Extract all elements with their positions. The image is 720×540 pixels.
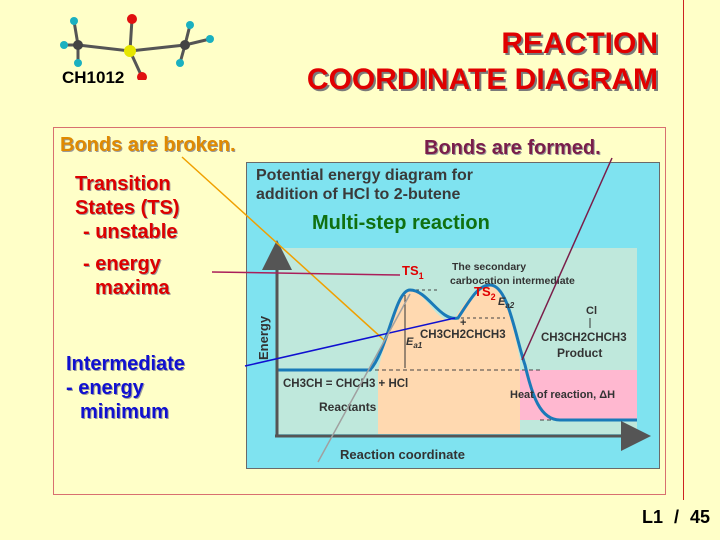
- content-frame: [53, 127, 666, 495]
- heat-of-reaction-label: Heat of reaction, ΔH: [510, 389, 615, 401]
- int-line-2: - energy: [66, 377, 144, 399]
- y-axis-label: Energy: [256, 315, 271, 360]
- page-number: L1 / 45: [641, 507, 710, 527]
- ea1-label: Ea1: [406, 336, 423, 350]
- heat-region: [520, 370, 637, 420]
- diagram-title: Potential energy diagram for addition of…: [256, 166, 516, 204]
- product-label: Product: [557, 346, 602, 360]
- int-line-1: Intermediate: [66, 353, 185, 375]
- ea-pointer: [317, 293, 411, 463]
- intermediate-pointer: [244, 317, 456, 367]
- ts-line-5: maxima: [95, 277, 170, 299]
- x-axis-label: Reaction coordinate: [340, 447, 465, 462]
- barrier-region: [378, 285, 520, 434]
- intermediate-caption-line-1: The secondary: [452, 261, 526, 273]
- molecule-model-icon: [60, 14, 214, 80]
- ts-line-1: Transition: [75, 173, 171, 195]
- intermediate-plus-sign: +: [460, 317, 466, 329]
- diagram-title-line-1: Potential energy diagram for: [256, 167, 473, 184]
- title-divider-line: [683, 0, 684, 500]
- bonds-formed-label: Bonds are formed.: [424, 137, 601, 159]
- ts2-label: TS2: [474, 284, 496, 302]
- intermediate-caption-line-2: carbocation intermediate: [450, 275, 575, 287]
- multi-step-label: Multi-step reaction: [312, 212, 490, 234]
- reactants-formula: CH3CH = CHCH3 + HCl: [283, 378, 408, 390]
- ea2-label: Ea2: [498, 296, 515, 310]
- course-code: CH1012: [62, 68, 125, 87]
- bonds-broken-label: Bonds are broken.: [60, 134, 236, 156]
- title-line-1: REACTION: [501, 27, 658, 60]
- transition-states-block: Transition States (TS) - unstable - ener…: [75, 172, 179, 300]
- title-line-2: COORDINATE DIAGRAM: [306, 63, 658, 96]
- intermediate-block: Intermediate - energy minimum: [66, 352, 185, 424]
- energy-curve: [277, 283, 637, 422]
- bonds-formed-pointer: [521, 157, 613, 361]
- ts-pointer: [211, 271, 401, 276]
- product-chlorine: Cl: [586, 305, 597, 317]
- ts-line-4: - energy: [83, 253, 161, 275]
- intermediate-formula: CH3CH2CHCH3: [420, 329, 506, 341]
- diagram-title-line-2: addition of HCl to 2-butene: [256, 186, 461, 203]
- ts1-label: TS1: [402, 263, 424, 281]
- bonds-broken-pointer: [181, 156, 385, 341]
- product-formula: CH3CH2CHCH3: [541, 332, 627, 344]
- int-line-3: minimum: [80, 401, 169, 423]
- ts-line-3: - unstable: [83, 221, 178, 243]
- ts-line-2: States (TS): [75, 197, 180, 219]
- page-title: REACTION COORDINATE DIAGRAM: [307, 26, 658, 98]
